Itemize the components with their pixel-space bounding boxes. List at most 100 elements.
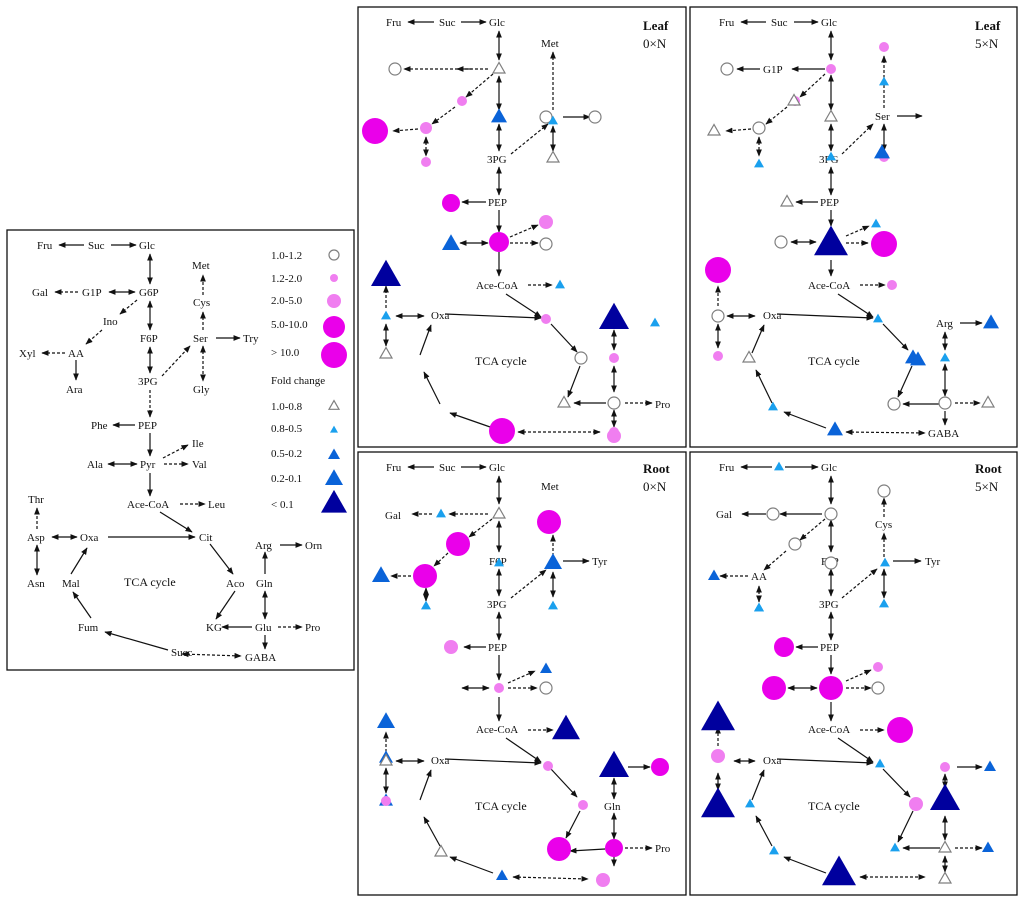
leaf0-triangle-marker [491, 61, 507, 74]
leaf-0xn-label-oxa: Oxa [431, 310, 449, 322]
root-0xn-frame [357, 451, 687, 896]
root0-circle-marker [413, 564, 437, 588]
root0-triangle-marker [544, 553, 562, 569]
root5-triangle-marker [937, 871, 953, 884]
root5-triangle-marker [937, 840, 953, 853]
leaf-5xn-label-arg: Arg [936, 318, 953, 330]
leaf5-triangle-marker [874, 144, 890, 159]
leaf0-circle-marker [457, 96, 467, 106]
legend-triangle-label-2: 0.8-0.5 [271, 423, 303, 435]
overview-label-asn: Asn [27, 578, 45, 590]
root-0xn-label-met: Met [541, 481, 559, 493]
overview-label-mal: Mal [62, 578, 80, 590]
root0-markers [372, 506, 669, 887]
leaf5-circle-marker [887, 397, 901, 411]
leaf0-markers [362, 61, 660, 444]
root-5xn-label-oxa: Oxa [763, 755, 781, 767]
leaf0-triangle-marker [371, 259, 401, 286]
root5-triangle-marker [708, 569, 720, 580]
root5-triangle-marker [875, 758, 885, 768]
legend-triangle-label-4: 0.2-0.1 [271, 473, 302, 485]
leaf-0xn-cycle-label: TCA cycle [475, 354, 527, 368]
leaf-0xn-label-suc: Suc [439, 17, 456, 29]
leaf5-triangle-marker [823, 109, 839, 122]
leaf0-circle-marker [607, 429, 621, 443]
overview-cycle-label: TCA cycle [124, 575, 176, 589]
root-0xn-labels: Fru Suc Glc Met Gal F6P Tyr 3PG PEP Ace-… [385, 462, 671, 855]
leaf-0xn-label-pro: Pro [655, 399, 671, 411]
root5-triangle-marker [982, 841, 994, 852]
leaf0-triangle-marker [556, 395, 572, 408]
root-0xn-label-suc: Suc [439, 462, 456, 474]
leaf5-triangle-marker [873, 313, 883, 323]
leaf5-triangle-marker [980, 395, 996, 408]
root-5xn-tissue-title: Root [975, 461, 1002, 476]
root5-markers [701, 461, 996, 886]
leaf-5xn-label-ace-coa: Ace-CoA [808, 280, 850, 292]
leaf5-triangle-marker [940, 352, 950, 362]
leaf0-triangle-marker [381, 310, 391, 320]
root-0xn-cycle-label: TCA cycle [475, 799, 527, 813]
overview-label-asp: Asp [27, 532, 45, 544]
root0-triangle-marker [496, 869, 508, 880]
overview-label-kg: KG [206, 622, 222, 634]
root0-triangle-marker [552, 714, 580, 740]
root0-circle-marker [444, 640, 458, 654]
leaf-5xn-treatment-title: 5×N [975, 36, 999, 51]
leaf5-circle-marker [826, 64, 836, 74]
leaf5-circle-marker [887, 280, 897, 290]
legend-triangle-label-5: < 0.1 [271, 499, 294, 511]
leaf5-triangle-marker [706, 123, 722, 136]
leaf5-triangle-marker [754, 158, 764, 168]
leaf0-circle-marker [539, 237, 553, 251]
root5-triangle-marker [774, 461, 784, 471]
root5-circle-marker [819, 676, 843, 700]
root0-circle-marker [543, 761, 553, 771]
root5-circle-marker [871, 681, 885, 695]
root0-triangle-marker [421, 600, 431, 610]
root5-circle-marker [873, 662, 883, 672]
leaf-5xn-tissue-title: Leaf [975, 18, 1001, 33]
leaf0-circle-marker [539, 110, 553, 124]
leaf-5xn-frame [689, 6, 1018, 448]
root5-triangle-marker [890, 842, 900, 852]
leaf5-triangle-marker [871, 218, 881, 228]
root0-circle-marker [605, 839, 623, 857]
overview-label-gal: Gal [32, 287, 48, 299]
root5-triangle-marker [930, 783, 960, 810]
panel-root-5xn: Root 5×N Fru Glc Gal Cys F6P Tyr AA 3PG … [689, 451, 1018, 896]
overview-label-aco: Aco [226, 578, 245, 590]
leaf-0xn-label-pep: PEP [488, 197, 507, 209]
root-5xn-label-tyr: Tyr [925, 556, 940, 568]
root0-triangle-marker [372, 566, 390, 582]
leaf-0xn-labels: Fru Suc Glc Met 3PG PEP Ace-CoA Oxa TCA … [386, 17, 671, 411]
root-5xn-arrows [715, 464, 983, 880]
leaf5-circle-marker [752, 121, 766, 135]
overview-label-thr: Thr [28, 494, 44, 506]
leaf5-circle-marker [711, 309, 725, 323]
root0-triangle-marker [491, 506, 507, 519]
root0-triangle-marker [377, 712, 395, 728]
leaf5-triangle-marker [814, 225, 848, 256]
legend-triangle-marker [328, 448, 340, 459]
leaf-0xn-label-3pg: 3PG [487, 154, 507, 166]
overview-label-pro: Pro [305, 622, 321, 634]
root-0xn-label-oxa: Oxa [431, 755, 449, 767]
panel-root-0xn: Root 0×N Fru Suc Glc Met Gal F6P Tyr 3PG… [357, 451, 687, 896]
root-5xn-label-3pg: 3PG [819, 599, 839, 611]
leaf0-circle-marker [609, 353, 619, 363]
root5-circle-marker [877, 484, 891, 498]
leaf0-triangle-marker [545, 150, 561, 163]
leaf0-circle-marker [489, 418, 515, 444]
leaf-5xn-cycle-label: TCA cycle [808, 354, 860, 368]
root-0xn-treatment-title: 0×N [643, 479, 667, 494]
root0-circle-marker [651, 758, 669, 776]
leaf-0xn-treatment-title: 0×N [643, 36, 667, 51]
leaf-0xn-frame [357, 6, 687, 448]
root-5xn-label-aa: AA [751, 571, 767, 583]
overview-label-val: Val [192, 459, 207, 471]
root-5xn-frame [689, 451, 1018, 896]
leaf0-circle-marker [421, 157, 431, 167]
root5-circle-marker [940, 762, 950, 772]
root0-triangle-marker [548, 600, 558, 610]
